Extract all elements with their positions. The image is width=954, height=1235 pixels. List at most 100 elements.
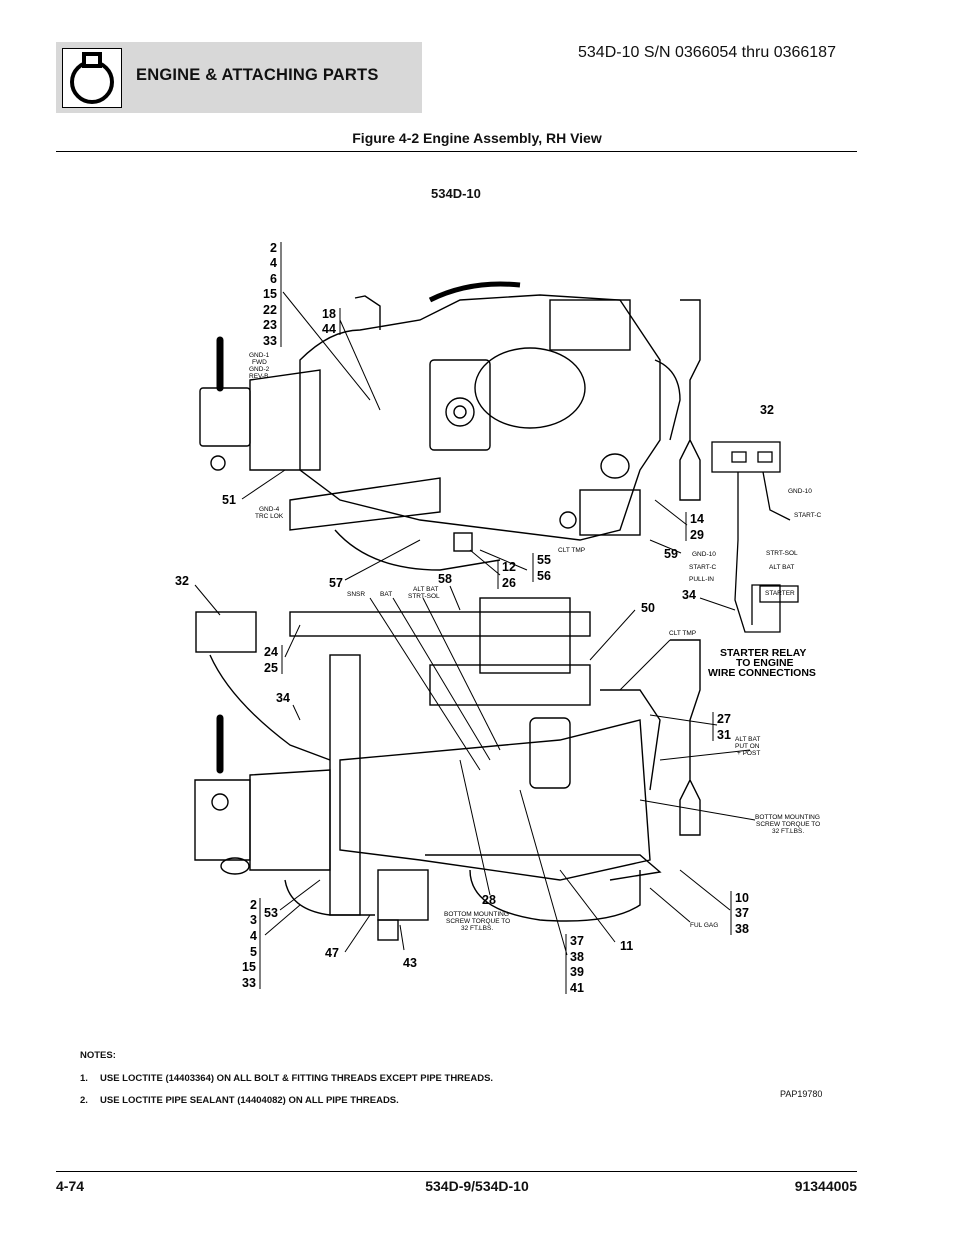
wire-label: CLT TMP xyxy=(669,630,696,637)
wire-label: START-C xyxy=(689,564,717,571)
callout: 32 xyxy=(760,403,774,417)
callout: 27 xyxy=(717,712,731,726)
callout: 33 xyxy=(242,976,256,990)
header-rule xyxy=(56,151,857,152)
callout: 12 xyxy=(502,560,516,574)
wire-label: GND-10 xyxy=(692,551,716,558)
callout: 47 xyxy=(325,946,339,960)
wire-label: ALT BAT xyxy=(413,586,438,593)
wire-label: SNSR xyxy=(347,591,365,598)
callout: 2 xyxy=(250,898,257,912)
torque-note: BOTTOM MOUNTING xyxy=(755,814,820,821)
wire-label: ALT BAT xyxy=(735,736,760,743)
figure-ref-code: PAP19780 xyxy=(780,1089,823,1099)
torque-note: 32 FT.LBS. xyxy=(461,925,493,932)
wire-label: FWD xyxy=(252,359,267,366)
callout: 55 xyxy=(537,553,551,567)
relay-caption: WIRE CONNECTIONS xyxy=(708,667,816,679)
footer-rule xyxy=(56,1171,857,1172)
callout: 3 xyxy=(250,913,257,927)
torque-note: SCREW TORQUE TO xyxy=(446,918,510,925)
wire-labels: GND-1 FWD GND-2 REV-B GND-4 TRC LOK CLT … xyxy=(249,352,822,932)
leader-lines xyxy=(194,291,756,956)
callout: 50 xyxy=(641,601,655,615)
callout: 32 xyxy=(175,574,189,588)
wire-label: ALT BAT xyxy=(769,564,794,571)
callout: 38 xyxy=(570,950,584,964)
callout: 2 xyxy=(270,241,277,255)
callout: 29 xyxy=(690,528,704,542)
wire-label: GND-4 xyxy=(259,506,280,513)
note-item: 1.USE LOCTITE (14403364) ON ALL BOLT & F… xyxy=(80,1073,494,1084)
lower-engine-view xyxy=(194,597,701,941)
callout: 5 xyxy=(250,945,257,959)
callout: 37 xyxy=(570,934,584,948)
callout: 34 xyxy=(276,691,290,705)
callout: 4 xyxy=(270,256,277,270)
callout: 53 xyxy=(264,906,278,920)
callout: 33 xyxy=(263,334,277,348)
callout: 28 xyxy=(482,893,496,907)
callout: 31 xyxy=(717,728,731,742)
callout: 51 xyxy=(222,493,236,507)
notes-title: NOTES: xyxy=(80,1050,116,1061)
callout: 18 xyxy=(322,307,336,321)
serial-range: 534D-10 S/N 0366054 thru 0366187 xyxy=(578,44,836,61)
doc-number: 91344005 xyxy=(794,1178,857,1194)
engine-assembly-drawing: 2 4 6 15 22 23 33 18 44 32 51 14 29 59 5… xyxy=(175,241,822,995)
wire-label: STRT-SOL xyxy=(766,550,798,557)
wire-label: BAT xyxy=(380,591,392,598)
starter-relay-inset xyxy=(711,441,799,633)
callout: 37 xyxy=(735,906,749,920)
wire-label: STARTER xyxy=(765,590,795,597)
wire-label: PULL-IN xyxy=(689,576,714,583)
callout: 10 xyxy=(735,891,749,905)
callout: 59 xyxy=(664,547,678,561)
torque-note: BOTTOM MOUNTING xyxy=(444,911,509,918)
wire-label: GND-2 xyxy=(249,366,270,373)
callout: 38 xyxy=(735,922,749,936)
callout: 15 xyxy=(263,287,277,301)
wire-label: FUL GAG xyxy=(690,922,718,929)
callout: 6 xyxy=(270,272,277,286)
callout: 24 xyxy=(264,645,278,659)
callout-brackets xyxy=(259,242,732,994)
callout: 56 xyxy=(537,569,551,583)
callout: 25 xyxy=(264,661,278,675)
callout-numbers: 2 4 6 15 22 23 33 18 44 32 51 14 29 59 5… xyxy=(175,241,774,995)
callout: 41 xyxy=(570,981,584,995)
callout: 44 xyxy=(322,322,336,336)
callout: 14 xyxy=(690,512,704,526)
callout: 34 xyxy=(682,588,696,602)
callout: 39 xyxy=(570,965,584,979)
engine-icon xyxy=(62,48,122,108)
page-number: 4-74 xyxy=(56,1178,85,1194)
wire-label: STRT-SOL xyxy=(408,593,440,600)
callout: 22 xyxy=(263,303,277,317)
relay-caption: STARTER RELAY xyxy=(720,647,806,659)
callout: 43 xyxy=(403,956,417,970)
relay-caption: TO ENGINE xyxy=(736,657,794,669)
callout: 15 xyxy=(242,960,256,974)
callout: 11 xyxy=(620,939,633,953)
note-item: 2.USE LOCTITE PIPE SEALANT (14404082) ON… xyxy=(80,1095,399,1106)
callout: 4 xyxy=(250,929,257,943)
wire-label: + POST xyxy=(737,750,760,757)
footer-models: 534D-9/534D-10 xyxy=(425,1178,529,1194)
wire-label: START-C xyxy=(794,512,822,519)
wire-label: REV-B xyxy=(249,373,269,380)
wire-label: TRC LOK xyxy=(255,513,284,520)
figure-title: Figure 4-2 Engine Assembly, RH View xyxy=(352,130,602,146)
callout: 23 xyxy=(263,318,277,332)
section-title: ENGINE & ATTACHING PARTS xyxy=(136,66,379,84)
callout: 57 xyxy=(329,576,343,590)
wire-label: CLT TMP xyxy=(558,547,585,554)
wire-label: GND-10 xyxy=(788,488,812,495)
upper-engine-view xyxy=(199,281,701,571)
wire-label: PUT ON xyxy=(735,743,760,750)
torque-note: SCREW TORQUE TO xyxy=(756,821,820,828)
callout: 26 xyxy=(502,576,516,590)
callout: 58 xyxy=(438,572,452,586)
model-label: 534D-10 xyxy=(431,186,481,201)
wire-label: GND-1 xyxy=(249,352,270,359)
